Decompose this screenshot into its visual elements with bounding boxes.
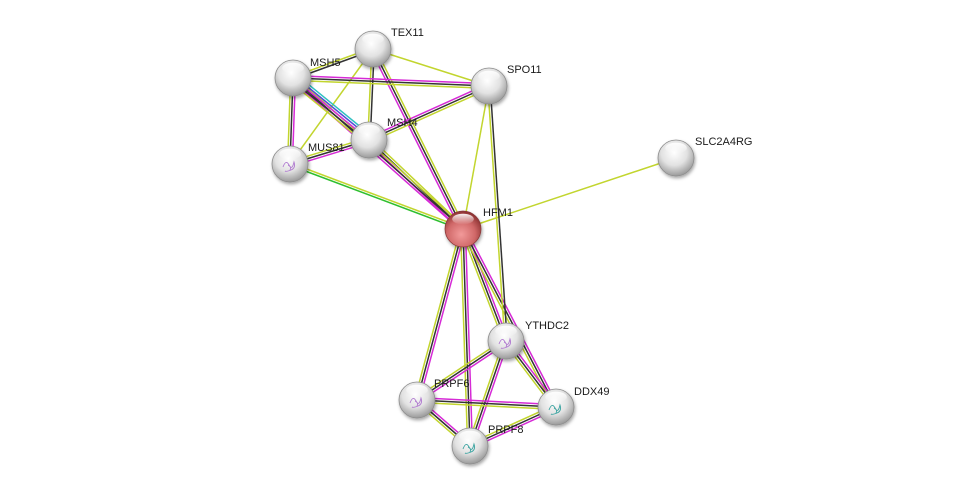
edge-line-coexpression: [416, 228, 464, 401]
edge-line-textmining: [460, 229, 555, 409]
node-hfm1[interactable]: HFM1: [444, 207, 513, 248]
node-label: MUS81: [308, 142, 345, 154]
node-tex11[interactable]: TEX11: [354, 27, 424, 68]
edge-line-textmining: [372, 48, 490, 87]
edge-line-textmining: [416, 401, 556, 411]
node-label: HFM1: [483, 207, 513, 219]
node-highlight: [665, 142, 687, 154]
node-ddx49[interactable]: DDX49: [537, 386, 609, 426]
node-prpf8[interactable]: PRPF8: [451, 424, 523, 465]
node-msh5[interactable]: MSH5: [274, 57, 341, 97]
edge-line-coexpression: [416, 399, 557, 408]
edge-line-textmining: [467, 339, 505, 446]
edge-line-experiments: [367, 83, 489, 139]
edge-hfm1-mus81[interactable]: [289, 162, 464, 231]
edge-line-coexpression: [368, 85, 490, 141]
edge-tex11-spo11[interactable]: [372, 48, 490, 87]
node-label: PRPF8: [488, 424, 523, 436]
edge-line-textmining: [292, 79, 489, 90]
node-highlight: [406, 384, 428, 396]
edge-line-coexpression: [462, 228, 557, 408]
edge-line-experiments: [417, 396, 557, 406]
node-slc2a4rg[interactable]: SLC2A4RG: [657, 136, 752, 177]
edge-line-coexpression: [292, 77, 490, 87]
edge-hfm1-prpf8[interactable]: [459, 228, 474, 447]
protein-structure-icon: [462, 442, 476, 454]
edge-line-experiments: [471, 341, 509, 448]
edge-line-textmining: [460, 229, 505, 343]
edge-msh4-spo11[interactable]: [367, 83, 491, 143]
edge-line-coexpression: [462, 228, 471, 447]
node-highlight: [358, 124, 380, 136]
edge-prpf6-ddx49[interactable]: [416, 396, 557, 411]
node-highlight: [545, 391, 567, 403]
node-label: PRPF6: [434, 378, 469, 390]
node-highlight: [279, 148, 301, 160]
node-ythdc2[interactable]: YTHDC2: [487, 320, 569, 360]
node-label: MSH4: [387, 117, 418, 129]
node-label: DDX49: [574, 386, 609, 398]
protein-structure-icon: [282, 160, 296, 172]
edge-line-neighborhood: [289, 164, 463, 231]
edge-line-textmining: [413, 228, 462, 400]
node-highlight: [495, 325, 517, 337]
edge-line-coexpression: [489, 85, 508, 341]
edge-line-textmining: [459, 229, 469, 447]
node-label: SLC2A4RG: [695, 136, 752, 148]
edge-line-experiments: [418, 229, 467, 401]
edge-msh5-spo11[interactable]: [292, 74, 490, 90]
edge-line-textmining: [487, 86, 506, 342]
node-highlight: [282, 62, 304, 74]
edge-line-experiments: [464, 228, 474, 446]
edge-line-textmining: [290, 162, 464, 229]
edge-line-coexpression: [469, 340, 507, 447]
edge-line-textmining: [369, 87, 491, 143]
edge-spo11-ythdc2[interactable]: [487, 85, 508, 342]
node-label: SPO11: [507, 64, 542, 76]
node-label: MSH5: [310, 57, 341, 69]
node-highlight: [452, 213, 474, 225]
edge-hfm1-ddx49[interactable]: [460, 227, 559, 409]
protein-structure-icon: [409, 396, 423, 408]
node-label: TEX11: [391, 27, 424, 39]
edge-ythdc2-prpf8[interactable]: [467, 339, 509, 448]
edge-line-experiments: [293, 74, 490, 85]
edge-line-experiments: [464, 227, 559, 407]
node-spo11[interactable]: SPO11: [470, 64, 542, 105]
node-highlight: [362, 33, 384, 45]
node-mus81[interactable]: MUS81: [271, 142, 345, 183]
node-highlight: [478, 70, 500, 82]
node-highlight: [459, 430, 481, 442]
edge-hfm1-spo11[interactable]: [462, 85, 490, 230]
edge-line-textmining: [374, 47, 466, 229]
protein-structure-icon: [498, 337, 512, 349]
node-msh4[interactable]: MSH4: [350, 117, 418, 159]
edge-line-textmining: [462, 85, 490, 230]
edges-layer: [286, 47, 677, 449]
protein-structure-icon: [548, 403, 562, 415]
node-label: YTHDC2: [525, 320, 569, 332]
edge-hfm1-prpf6[interactable]: [413, 228, 467, 401]
node-prpf6[interactable]: PRPF6: [398, 378, 469, 419]
